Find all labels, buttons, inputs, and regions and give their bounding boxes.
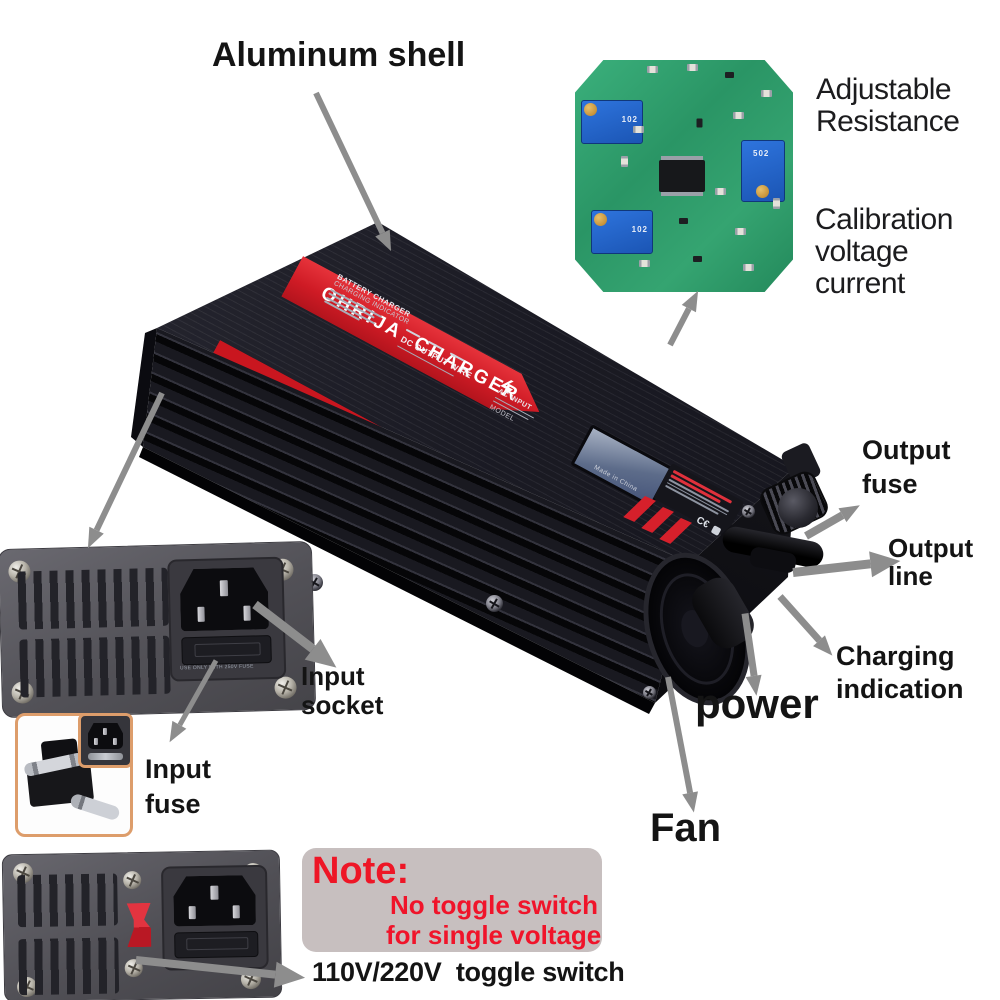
cert-bar: [710, 524, 722, 536]
label-line: line: [888, 561, 933, 592]
label-line: socket: [301, 690, 384, 721]
trimpot: 102: [591, 210, 653, 254]
socket-pin: [103, 728, 107, 735]
label-toggle-switch: 110V/220V toggle switch: [312, 957, 625, 987]
arrowhead: [163, 721, 187, 747]
socket-pin-earth: [210, 886, 218, 900]
arrow-to-pcb: [667, 287, 706, 347]
vent-slots: [18, 937, 120, 996]
vent-slots: [19, 635, 171, 698]
input-fuse-photo: [15, 713, 133, 837]
pcb-component: [679, 218, 688, 224]
note-line: for single voltage: [386, 920, 602, 950]
pcb-component: [733, 112, 744, 119]
charger-screw: [486, 595, 503, 612]
arrowhead: [838, 498, 864, 523]
socket-pin-neutral: [243, 606, 250, 621]
label-line: Adjustable: [816, 73, 952, 106]
charger-screw: [643, 686, 656, 699]
output-fuse-cap: [778, 488, 818, 528]
iec-socket: [179, 567, 269, 631]
rear-panel-photo: USE ONLY WITH 250V FUSE: [0, 540, 317, 719]
pcb-component: [735, 228, 746, 235]
pcb-component: [696, 118, 703, 128]
socket-pin: [94, 738, 98, 745]
arrow-charging-indication: [777, 594, 839, 661]
voltage-toggle-switch: [126, 903, 153, 947]
pcb-component: [647, 66, 658, 73]
mini-fuse-bar: [88, 753, 123, 760]
note-box: Note: No toggle switch for single voltag…: [302, 848, 602, 952]
mini-socket-inset: [78, 713, 133, 768]
label-line: Output: [862, 435, 951, 465]
vent-slots: [17, 873, 118, 928]
note-line: No toggle switch: [390, 890, 598, 920]
label-line: Input: [145, 754, 211, 784]
label-calibration: Calibration voltage current: [815, 203, 953, 301]
label-line: Charging: [836, 641, 955, 671]
pcb-component: [761, 90, 772, 97]
pcb-component: [743, 264, 754, 271]
arrow-aluminum-shell: [313, 91, 399, 255]
trimpot-screw: [584, 103, 597, 116]
label-output-line: Output line: [888, 534, 973, 590]
panel-screw: [123, 871, 142, 890]
glass-fuse: [69, 792, 121, 822]
arrowhead: [273, 961, 307, 991]
socket-pin-neutral: [233, 905, 240, 918]
socket-pin-live: [197, 607, 204, 622]
trimpot: 102: [581, 100, 643, 144]
trimpot-label: 102: [621, 115, 638, 124]
fuse-drawer: [181, 635, 272, 666]
socket-pin-earth: [220, 580, 228, 596]
label-line: fuse: [862, 468, 918, 499]
label-line: fuse: [145, 789, 201, 820]
vent-slots: [17, 567, 169, 630]
pcb-component: [693, 256, 702, 262]
label-line: Input: [301, 661, 365, 691]
label-line: voltage: [815, 235, 909, 269]
trimpot-screw: [756, 185, 769, 198]
trimpot-screw: [594, 213, 607, 226]
label-charging-indication: Charging indication: [836, 640, 964, 706]
fuse-drawer: [174, 930, 259, 959]
trimpot-label: 102: [631, 225, 648, 234]
fuse-warning-text: USE ONLY WITH 250V FUSE: [179, 663, 254, 672]
pcb-component: [687, 64, 698, 71]
arrowhead: [813, 635, 839, 661]
pcb-component: [773, 198, 780, 209]
pcb-component: [621, 156, 628, 167]
pcb-component: [725, 72, 734, 78]
label-input-socket: Input socket: [301, 661, 384, 721]
label-input-fuse: Input fuse: [145, 752, 211, 822]
label-aluminum-shell: Aluminum shell: [212, 36, 466, 74]
toggle-panel-photo: [1, 849, 283, 1000]
mini-iec-socket: [88, 723, 123, 749]
label-output-fuse: Output fuse: [862, 434, 950, 502]
label-line: Output: [888, 533, 974, 563]
pcb-component: [639, 260, 650, 267]
pcb-component: [715, 188, 726, 195]
charger-screw: [742, 505, 755, 518]
pcb-photo: 102 502 102: [575, 60, 793, 292]
label-adjustable-resistance: Adjustable Resistance: [816, 73, 960, 139]
iec-socket-module: [160, 864, 269, 971]
label-line: indication: [836, 673, 964, 704]
label-fan: Fan: [650, 806, 722, 850]
label-line: Resistance: [816, 105, 960, 139]
label-line: current: [815, 267, 905, 301]
iec-socket: [173, 875, 256, 926]
socket-pin-live: [189, 906, 196, 919]
ic-chip: [659, 160, 705, 192]
fuse-drawer-inner: [194, 642, 261, 657]
trimpot-label: 502: [753, 149, 770, 158]
label-line: Calibration: [815, 203, 953, 236]
pcb-component: [633, 126, 644, 133]
fuse-drawer-inner: [186, 937, 248, 951]
note-title: Note:: [312, 850, 410, 892]
socket-pin: [113, 738, 117, 745]
trimpot: 502: [741, 140, 785, 202]
label-power: power: [695, 680, 819, 727]
panel-screw: [274, 676, 297, 699]
